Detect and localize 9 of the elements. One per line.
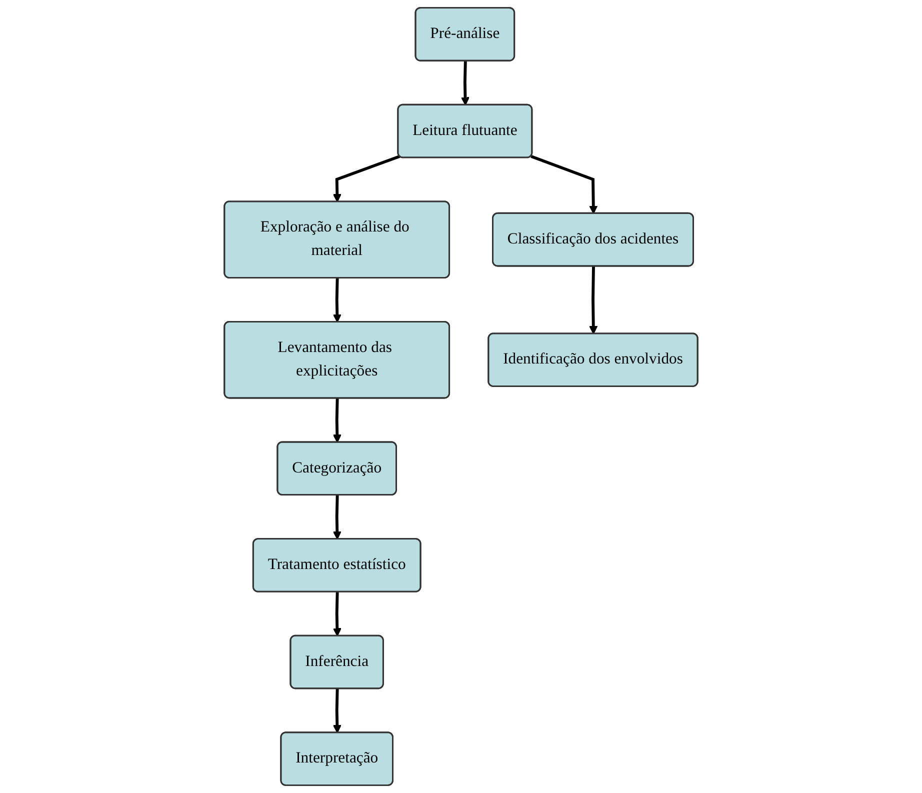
arrow: [332, 688, 342, 734]
arrow: [332, 398, 342, 443]
arrow: [589, 266, 598, 334]
arrow: [530, 154, 598, 214]
arrow: [460, 61, 470, 106]
arrow: [332, 495, 342, 540]
arrow: [332, 592, 342, 636]
arrow: [332, 278, 342, 323]
arrow: [332, 154, 400, 202]
